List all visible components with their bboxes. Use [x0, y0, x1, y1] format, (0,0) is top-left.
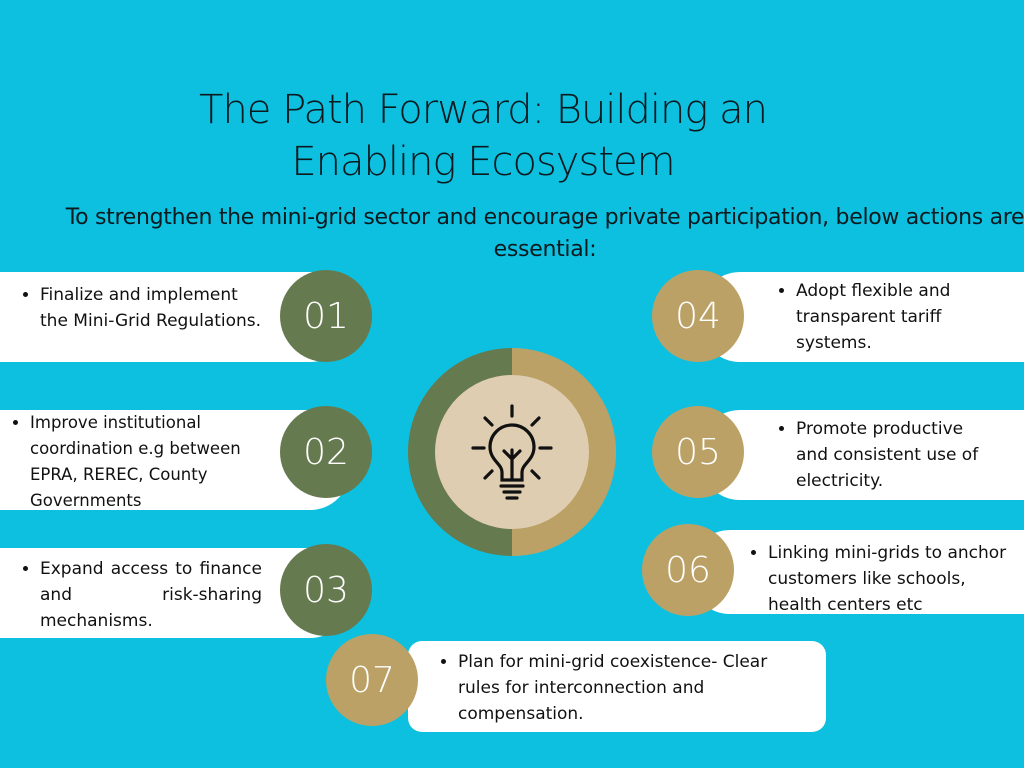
subtitle: To strengthen the mini-grid sector and e…: [65, 205, 1024, 262]
action-number-02: 02: [280, 406, 372, 498]
action-text: Plan for mini-grid coexistence- Clear ru…: [458, 649, 786, 727]
action-number-06: 06: [642, 524, 734, 616]
action-text: Finalize and implement the Mini-Grid Reg…: [40, 282, 270, 334]
title-line-1: The Path Forward: Building an: [199, 87, 768, 133]
center-circle: [435, 375, 589, 529]
action-number-07: 07: [326, 634, 418, 726]
action-text: Adopt flexible and transparent tariff sy…: [796, 278, 994, 356]
action-number-04: 04: [652, 270, 744, 362]
lightbulb-icon: [471, 404, 553, 500]
title-line-2: Enabling Ecosystem: [291, 139, 675, 185]
action-card-07: Plan for mini-grid coexistence- Clear ru…: [408, 641, 826, 732]
action-text: Improve institutional coordination e.g b…: [30, 410, 270, 514]
action-text: Expand access to finance and risk-sharin…: [40, 556, 262, 634]
center-ring: [408, 348, 616, 556]
action-card-06: Linking mini-grids to anchor customers l…: [690, 530, 1024, 615]
action-text: Linking mini-grids to anchor customers l…: [768, 540, 1020, 618]
action-text: Promote productive and consistent use of…: [796, 416, 994, 494]
action-number-01: 01: [280, 270, 372, 362]
action-card-04: Adopt flexible and transparent tariff sy…: [700, 272, 1024, 362]
action-number-05: 05: [652, 406, 744, 498]
action-card-05: Promote productive and consistent use of…: [700, 410, 1024, 500]
page-title: The Path Forward: Building an Enabling E…: [180, 84, 786, 188]
action-number-03: 03: [280, 544, 372, 636]
